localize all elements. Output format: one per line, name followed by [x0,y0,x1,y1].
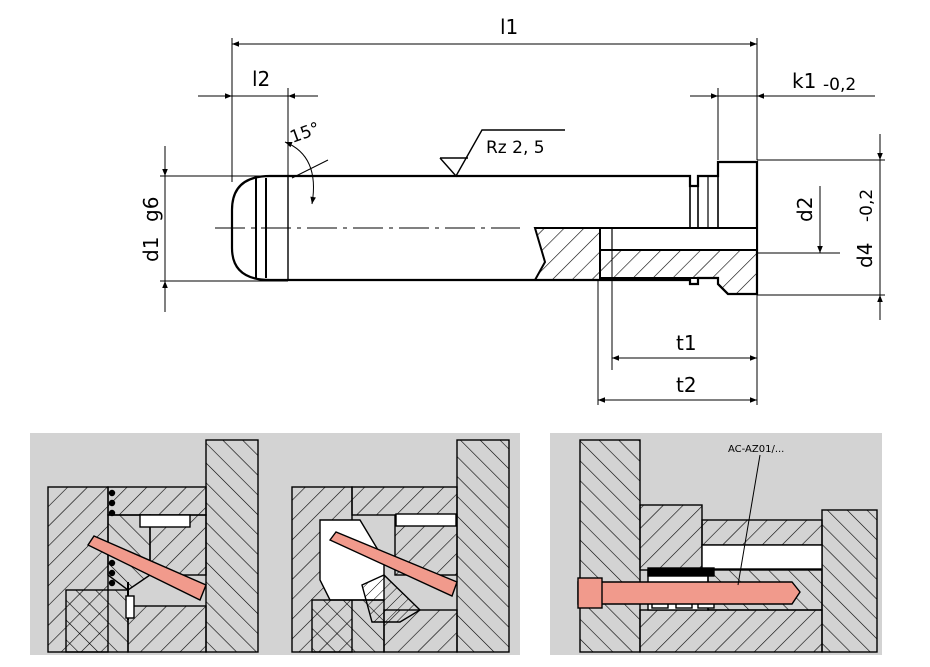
highlighted-pin-1 [86,535,207,601]
label-angle: 15° [288,119,323,148]
application-panel-right: AC-AZ01/... [550,433,882,655]
highlighted-pin-3 [577,581,801,605]
mold-view-1 [47,439,259,653]
label-d4: d4 [853,243,877,268]
roughness-symbol [439,129,565,178]
label-d1-fit: g6 [139,197,163,222]
highlighted-pin-2 [328,531,458,597]
label-d2: d2 [793,197,817,222]
label-t1: t1 [676,331,697,355]
label-l1: l1 [500,15,518,39]
label-d4-tol: -0,2 [857,189,877,222]
label-l2: l2 [252,67,270,91]
label-t2: t2 [676,373,697,397]
label-k1-tol: -0,2 [823,75,856,95]
pin-body [230,160,759,296]
label-d1: d1 [139,237,163,262]
application-panel-left [30,433,520,655]
pin-drawing [160,38,885,405]
label-roughness: Rz 2, 5 [486,138,545,158]
mold-view-2 [291,439,510,653]
label-k1: k1 [792,69,816,93]
panel-right-label: AC-AZ01/... [728,444,784,455]
